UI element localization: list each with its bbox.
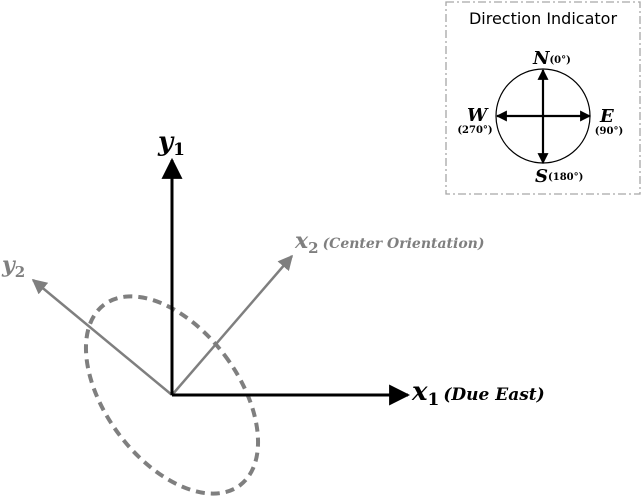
compass-north-label: N(0°) — [532, 48, 571, 69]
compass-south-label: S(180°) — [535, 166, 583, 187]
compass-east-letter: E — [599, 106, 614, 127]
y2-axis-arrow — [31, 279, 173, 396]
y1-axis-label: y1 — [157, 127, 185, 160]
dashed-region-ellipse — [83, 294, 261, 496]
compass-west-degrees: (270°) — [457, 125, 492, 136]
x1-axis-label: x1(Due East) — [411, 377, 545, 410]
y2-axis-label: y2 — [1, 252, 25, 281]
x2-axis-label: x2(Center Orientation) — [294, 228, 484, 257]
direction-indicator-legend: Direction Indicator N(0°) E (90°) W (270… — [445, 1, 641, 195]
compass-east-degrees: (90°) — [595, 126, 623, 137]
legend-title: Direction Indicator — [469, 9, 617, 28]
compass-west-letter: W — [467, 105, 489, 126]
x2-axis-arrow — [171, 254, 293, 396]
